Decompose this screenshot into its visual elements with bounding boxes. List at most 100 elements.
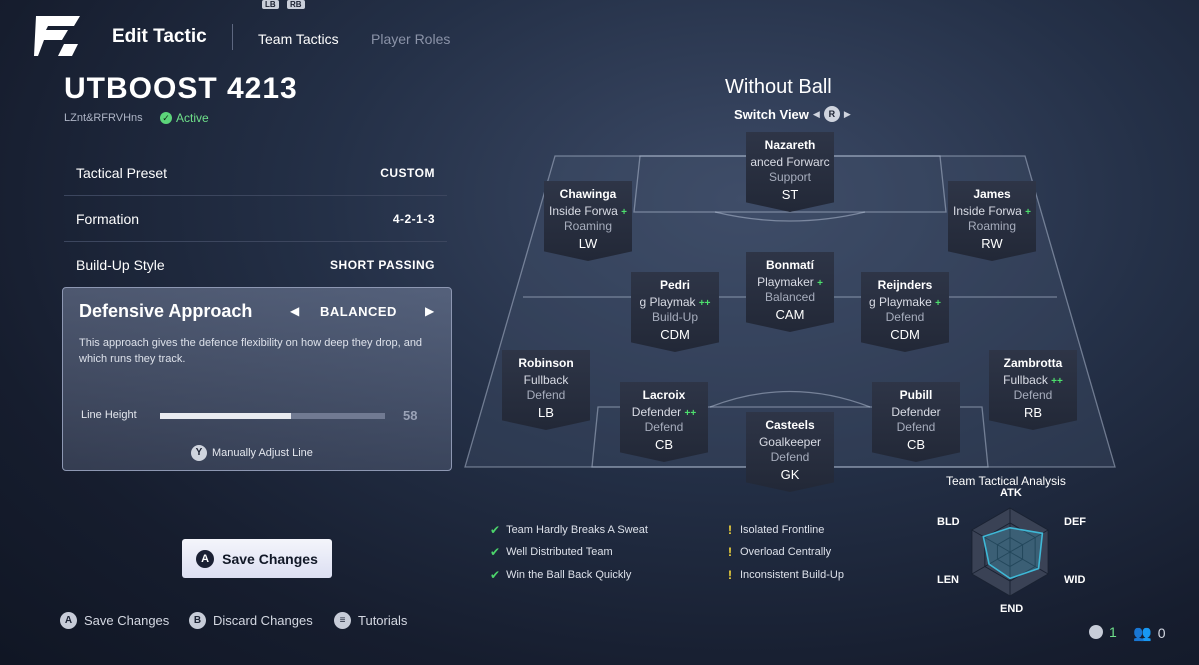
menu-button-icon: ≡ (334, 612, 351, 629)
radar-label-wid: WID (1064, 574, 1086, 586)
player-card-cam[interactable]: Bonmatí Playmaker + Balanced CAM (746, 252, 834, 332)
setting-row-preset[interactable]: Tactical Preset CUSTOM (64, 150, 447, 196)
fc-logo (34, 16, 80, 56)
radar-shape (982, 526, 1044, 580)
defensive-approach-value: BALANCED (320, 304, 397, 319)
radar-label-def: DEF (1064, 516, 1086, 528)
a-button-icon: A (196, 549, 215, 568)
player-card-cb-right[interactable]: Pubill Defender Defend CB (872, 382, 960, 462)
player-card-rb[interactable]: Zambrotta Fullback ++ Defend RB (989, 350, 1077, 430)
warning-icon: ! (728, 568, 732, 582)
weakness-item: ! Inconsistent Build-Up (728, 568, 844, 582)
line-height-fill (160, 413, 291, 419)
rb-glyph: RB (287, 0, 305, 9)
setting-row-formation[interactable]: Formation 4-2-1-3 (64, 196, 447, 242)
player-focus: Balanced (764, 290, 816, 304)
radar-label-bld: BLD (937, 516, 960, 528)
radar-label-end: END (1000, 603, 1024, 615)
footer-save[interactable]: A Save Changes (60, 612, 169, 629)
player-role: Inside Forwa + (549, 204, 627, 218)
footer-label: Discard Changes (213, 613, 313, 628)
radar-label-atk: ATK (1000, 487, 1022, 499)
player-focus: Defend (526, 388, 566, 402)
setting-value: SHORT PASSING (330, 258, 435, 272)
player-name: Zambrotta (1003, 356, 1063, 370)
arrow-right-icon[interactable]: ▶ (425, 304, 435, 318)
player-role: g Playmak ++ (639, 295, 711, 309)
player-name: Chawinga (559, 187, 617, 201)
weakness-item: ! Isolated Frontline (728, 523, 824, 537)
player-position: GK (780, 467, 800, 482)
r-button-icon: R (823, 106, 840, 122)
player-card-cb-left[interactable]: Lacroix Defender ++ Defend CB (620, 382, 708, 462)
player-card-gk[interactable]: Casteels Goalkeeper Defend GK (746, 412, 834, 492)
player-focus: Defend (770, 450, 810, 464)
check-icon: ✔ (490, 523, 501, 537)
player-card-cdm-right[interactable]: Reijnders g Playmake + Defend CDM (861, 272, 949, 352)
player-position: CDM (890, 327, 920, 342)
arrow-left-icon[interactable]: ◀ (290, 304, 300, 318)
player-name: Nazareth (764, 138, 816, 152)
player-card-lb[interactable]: Robinson Fullback Defend LB (502, 350, 590, 430)
player-focus: Defend (896, 420, 936, 434)
weakness-label: Inconsistent Build-Up (740, 569, 844, 581)
manual-adjust-line[interactable]: Y Manually Adjust Line (191, 445, 313, 461)
switch-view-label: Switch View (734, 106, 809, 122)
strength-item: ✔ Win the Ball Back Quickly (490, 568, 631, 582)
tab-team-tactics[interactable]: Team Tactics (258, 31, 339, 47)
player-position: RW (981, 236, 1003, 251)
player-focus: Build-Up (651, 310, 699, 324)
strength-item: ✔ Team Hardly Breaks A Sweat (490, 523, 648, 537)
y-button-icon: Y (191, 445, 207, 461)
switch-view-control[interactable]: Switch View ◀ R ▶ (734, 106, 851, 122)
player-card-st[interactable]: Nazareth anced Forwarc Support ST (746, 132, 834, 212)
player-focus: Defend (1013, 388, 1053, 402)
player-focus: Defend (885, 310, 925, 324)
footer-label: Save Changes (84, 613, 170, 628)
strength-label: Team Hardly Breaks A Sweat (506, 524, 648, 536)
header-divider (232, 24, 233, 50)
defensive-approach-panel[interactable]: Defensive Approach ◀ BALANCED ▶ This app… (62, 287, 452, 471)
player-card-rw[interactable]: James Inside Forwa + Roaming RW (948, 181, 1036, 261)
friends-count[interactable]: 👥 0 (1133, 624, 1165, 642)
player-position: CDM (660, 327, 690, 342)
player-role: Fullback ++ (1003, 373, 1063, 387)
line-height-value: 58 (403, 408, 418, 423)
status-label: Active (176, 111, 209, 125)
tactic-share-code: LZnt&RFRVHns (64, 112, 143, 124)
a-button-icon: A (60, 612, 77, 629)
player-name: Reijnders (877, 278, 933, 292)
player-position: RB (1023, 405, 1043, 420)
player-role: Goalkeeper (758, 435, 822, 449)
player-focus: Roaming (967, 219, 1017, 233)
player-role: Defender (891, 405, 941, 419)
player-role: anced Forwarc (750, 155, 830, 169)
player-name: Lacroix (642, 388, 686, 402)
tab-player-roles[interactable]: Player Roles (371, 31, 451, 47)
check-icon: ✔ (490, 545, 501, 559)
weakness-label: Isolated Frontline (740, 524, 825, 536)
player-position: CB (906, 437, 926, 452)
notification-count[interactable]: 1 (1089, 624, 1117, 640)
player-role: g Playmake + (869, 295, 941, 309)
player-name: Bonmatí (766, 258, 814, 272)
setting-row-buildup[interactable]: Build-Up Style SHORT PASSING (64, 242, 447, 288)
player-name: James (973, 187, 1011, 201)
weakness-item: ! Overload Centrally (728, 545, 831, 559)
radar-axis (971, 529, 1011, 553)
defensive-approach-title: Defensive Approach (79, 301, 253, 321)
player-card-lw[interactable]: Chawinga Inside Forwa + Roaming LW (544, 181, 632, 261)
footer-discard[interactable]: B Discard Changes (189, 612, 313, 629)
radar-axis (971, 551, 1011, 575)
player-name: Pubill (899, 388, 933, 402)
player-name: Robinson (518, 356, 574, 370)
manual-adjust-label: Manually Adjust Line (212, 447, 313, 459)
player-position: CAM (775, 307, 805, 322)
line-height-slider[interactable] (160, 413, 385, 419)
radar-chart (971, 507, 1049, 597)
footer-tutorials[interactable]: ≡ Tutorials (334, 612, 407, 629)
save-changes-button[interactable]: A Save Changes (182, 539, 332, 578)
line-height-label: Line Height (81, 409, 137, 421)
analysis-title: Team Tactical Analysis (946, 474, 1066, 488)
player-card-cdm-left[interactable]: Pedri g Playmak ++ Build-Up CDM (631, 272, 719, 352)
